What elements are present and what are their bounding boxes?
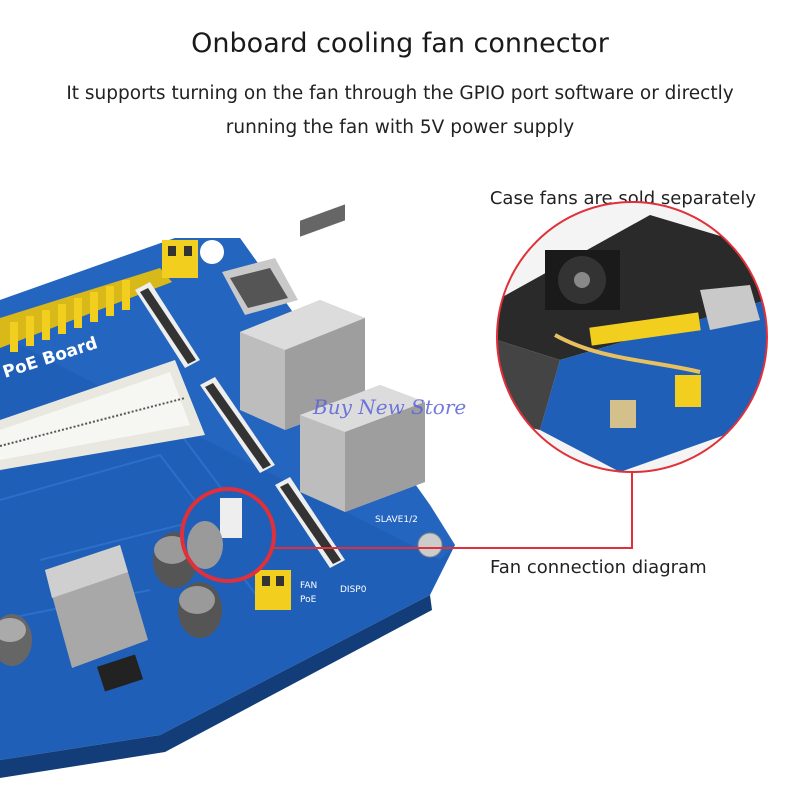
inset-jumper bbox=[675, 375, 701, 407]
watermark: Buy New Store bbox=[313, 395, 467, 419]
fan-header-plug bbox=[220, 498, 242, 538]
camera-connector bbox=[135, 282, 200, 368]
inset-gpio-header bbox=[589, 312, 701, 346]
silk-poe: PoE bbox=[300, 595, 317, 605]
standoff-screw bbox=[417, 532, 443, 558]
subtitle-line-1: It supports turning on the fan through t… bbox=[66, 83, 734, 104]
usb-port-lower bbox=[300, 385, 425, 512]
case-photo-inset bbox=[496, 201, 768, 473]
usb-port-upper bbox=[240, 204, 365, 430]
fan-diagram-caption: Fan connection diagram bbox=[490, 557, 707, 578]
mount-hole bbox=[200, 240, 224, 264]
disp1-connector bbox=[275, 477, 345, 568]
fan-connector-callout bbox=[180, 487, 276, 583]
case-fans-caption: Case fans are sold separately bbox=[489, 188, 756, 209]
callout-leader-line bbox=[274, 472, 633, 549]
hdmi-port bbox=[222, 258, 298, 315]
ic-chip bbox=[96, 654, 144, 692]
capacitor-2 bbox=[178, 582, 222, 638]
page-title: Onboard cooling fan connector bbox=[191, 28, 609, 59]
capacitor-3 bbox=[0, 614, 32, 666]
poe-transformer bbox=[45, 545, 148, 668]
gpio-header bbox=[0, 268, 172, 352]
top-jumper bbox=[162, 240, 198, 278]
fan-jumper bbox=[255, 570, 291, 610]
cm-slot bbox=[0, 360, 205, 470]
silk-disp: DISP0 bbox=[340, 585, 367, 595]
fan-wire bbox=[554, 333, 701, 374]
display-connector bbox=[200, 377, 275, 473]
silk-slave: SLAVE1/2 bbox=[375, 515, 418, 525]
inset-usb bbox=[700, 285, 760, 330]
silk-fan: FAN bbox=[300, 581, 317, 591]
inset-component bbox=[610, 400, 636, 428]
subtitle-line-2: running the fan with 5V power supply bbox=[225, 117, 575, 138]
